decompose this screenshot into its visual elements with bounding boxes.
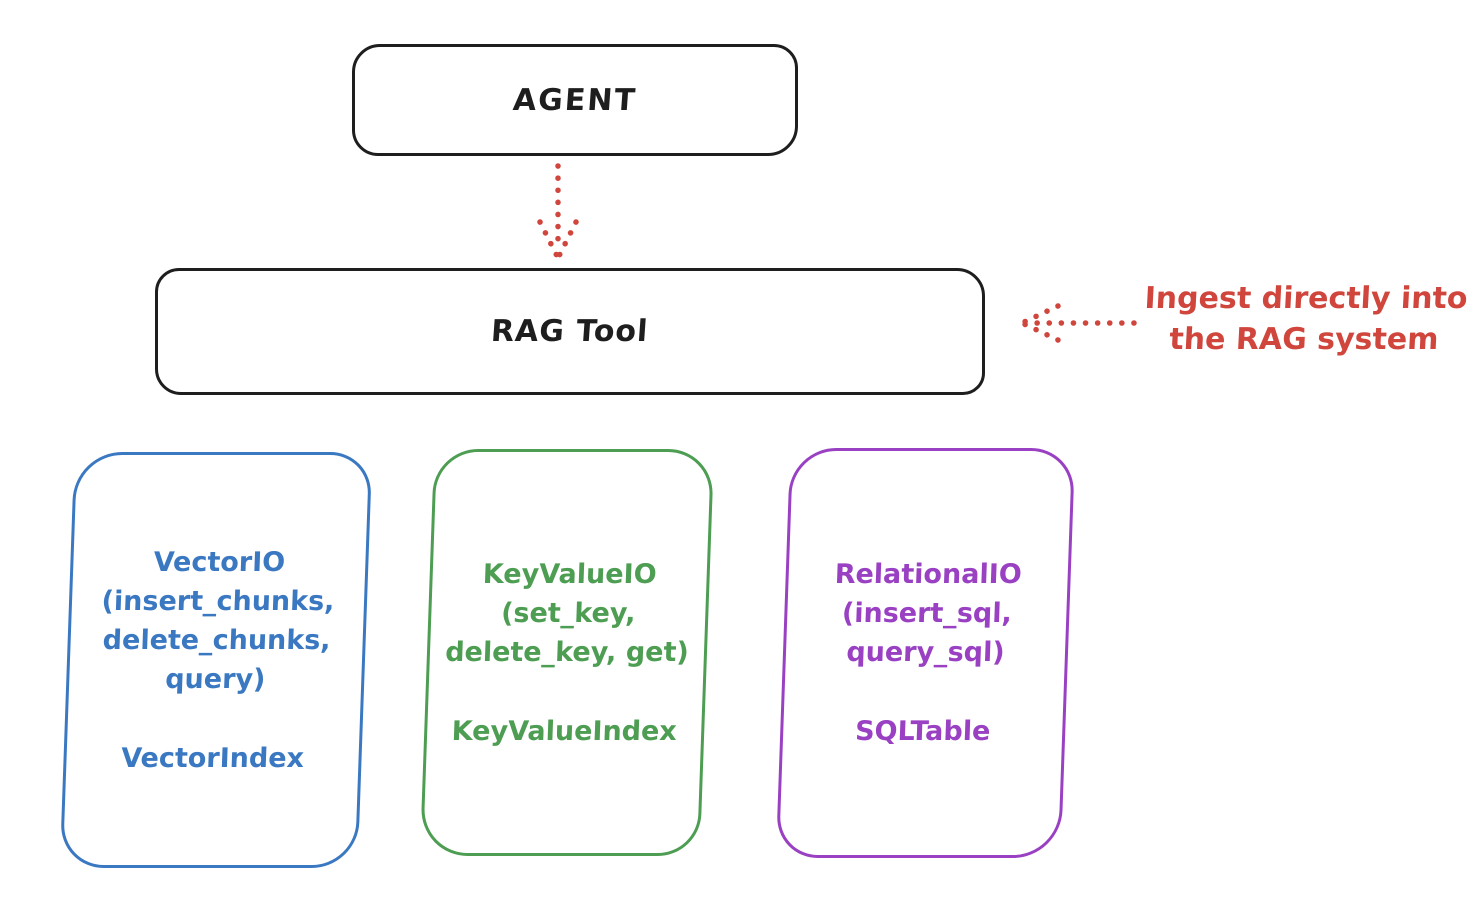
card-keyvalue-io-body: KeyValueIO (set_key, delete_key, get) Ke…	[442, 555, 692, 751]
rag-tool-node: RAG Tool	[155, 268, 985, 395]
card-line: delete_chunks,	[102, 624, 332, 656]
ingest-annotation-line1: Ingest directly into	[1143, 281, 1469, 316]
ingest-annotation: Ingest directly into the RAG system	[1128, 278, 1482, 360]
card-line: VectorIO	[153, 546, 286, 578]
card-subtitle: VectorIndex	[120, 742, 305, 774]
card-subtitle: SQLTable	[854, 716, 991, 747]
card-keyvalue-io: KeyValueIO (set_key, delete_key, get) Ke…	[419, 449, 715, 856]
card-line: query_sql)	[845, 637, 1006, 668]
card-vector-io: VectorIO (insert_chunks, delete_chunks, …	[59, 452, 373, 868]
rag-tool-label: RAG Tool	[490, 314, 650, 349]
card-subtitle: KeyValueIndex	[451, 715, 678, 747]
down-arrow-icon	[537, 163, 579, 261]
card-line: (insert_chunks,	[101, 585, 336, 617]
card-line: delete_key, get)	[444, 636, 690, 668]
agent-label: AGENT	[511, 82, 639, 118]
left-arrow-icon	[1019, 303, 1137, 343]
agent-node: AGENT	[352, 44, 798, 156]
card-line: (set_key,	[500, 597, 637, 629]
card-relational-io: RelationalIO (insert_sql, query_sql) SQL…	[775, 448, 1076, 858]
card-line: (insert_sql,	[841, 598, 1013, 629]
card-line: query)	[164, 663, 266, 695]
card-vector-io-body: VectorIO (insert_chunks, delete_chunks, …	[95, 543, 336, 778]
card-line: RelationalIO	[834, 559, 1023, 590]
card-relational-io-body: RelationalIO (insert_sql, query_sql) SQL…	[829, 555, 1023, 751]
ingest-annotation-line2: the RAG system	[1168, 322, 1440, 357]
card-line: KeyValueIO	[482, 558, 658, 590]
